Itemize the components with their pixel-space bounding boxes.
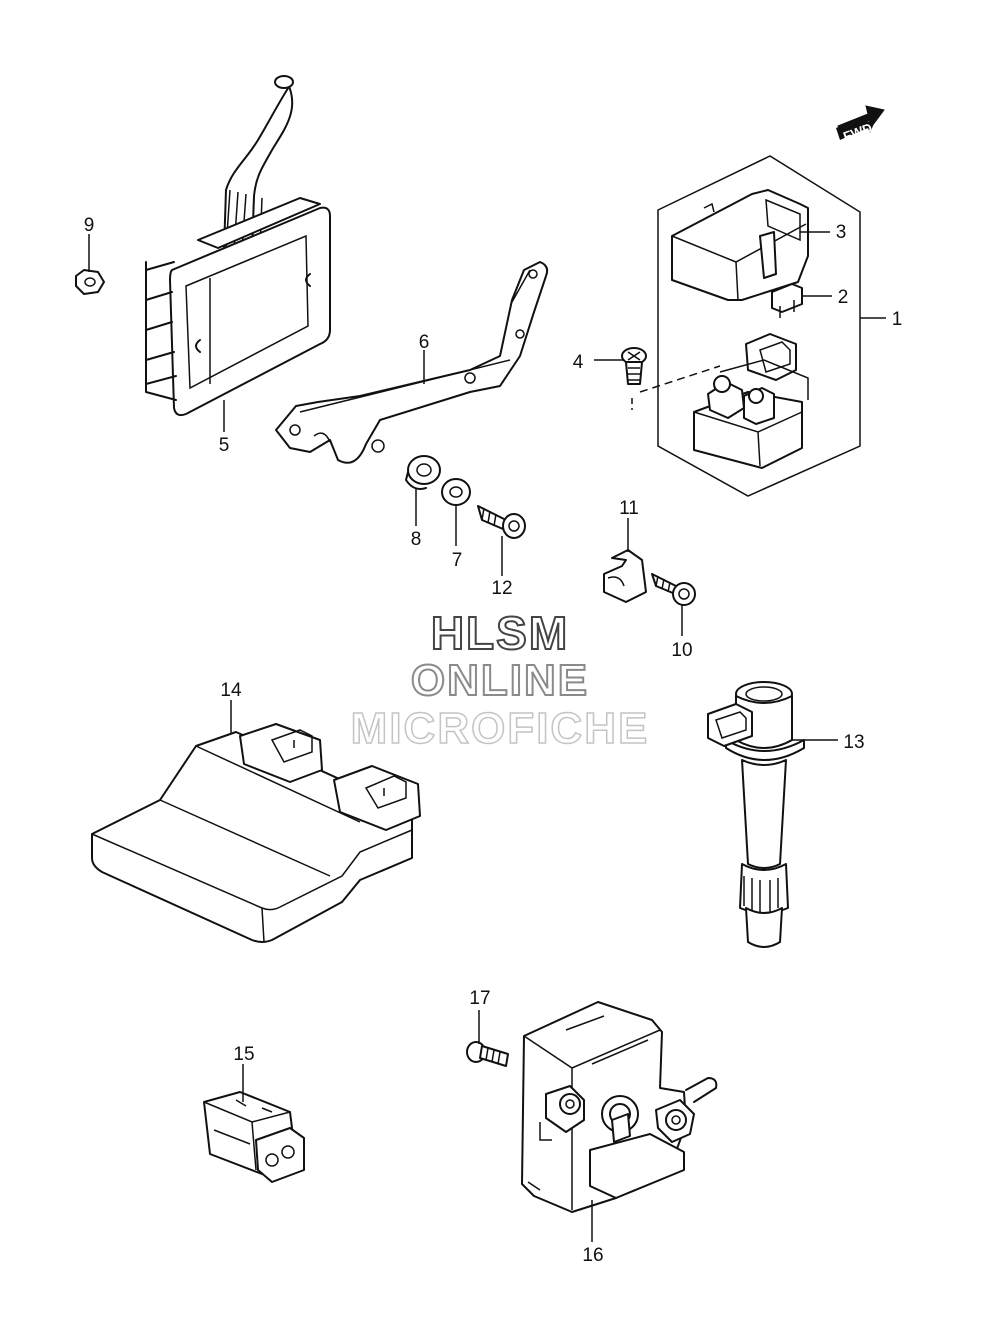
part-15-connector bbox=[203, 1091, 305, 1183]
callout-17: 17 bbox=[469, 988, 490, 1009]
callout-11: 11 bbox=[619, 498, 639, 519]
part-9-nut bbox=[75, 269, 105, 295]
part-12-bolt bbox=[477, 505, 526, 539]
part-17-bolt bbox=[466, 1041, 509, 1067]
callout-8: 8 bbox=[411, 529, 422, 550]
part-10-bolt bbox=[651, 573, 696, 606]
part-1-starter-relay bbox=[631, 333, 809, 469]
callout-13: 13 bbox=[843, 732, 864, 753]
callout-5: 5 bbox=[219, 435, 230, 456]
part-1-starter-relay-frame bbox=[657, 155, 861, 497]
callout-7: 7 bbox=[452, 550, 463, 571]
part-7-collar bbox=[441, 478, 471, 506]
leader-lines bbox=[88, 231, 886, 1242]
callout-15: 15 bbox=[233, 1044, 254, 1065]
callout-4: 4 bbox=[573, 352, 584, 373]
callout-14: 14 bbox=[220, 680, 242, 701]
callout-numbers: 1 2 3 4 5 6 7 8 9 10 11 12 13 14 15 16 1… bbox=[84, 215, 903, 1266]
part-3-relay-cover bbox=[671, 189, 809, 301]
callout-2: 2 bbox=[838, 287, 849, 308]
part-11-clamp bbox=[603, 549, 647, 603]
part-14-ecm bbox=[91, 723, 421, 943]
fwd-arrow-icon: FWD bbox=[836, 105, 885, 144]
part-5-regulator bbox=[145, 75, 331, 417]
callout-10: 10 bbox=[671, 640, 692, 661]
callout-1: 1 bbox=[892, 309, 903, 330]
callout-6: 6 bbox=[419, 332, 430, 353]
callout-3: 3 bbox=[836, 222, 847, 243]
part-13-ignition-coil bbox=[707, 681, 805, 948]
part-16-sensor-unit bbox=[521, 1001, 718, 1213]
part-2-fuse bbox=[771, 283, 803, 318]
callout-16: 16 bbox=[582, 1245, 603, 1266]
part-4-screw bbox=[621, 347, 647, 385]
callout-12: 12 bbox=[491, 578, 512, 599]
part-6-bracket bbox=[275, 261, 549, 464]
callout-9: 9 bbox=[84, 215, 95, 236]
part-8-grommet bbox=[405, 455, 441, 490]
